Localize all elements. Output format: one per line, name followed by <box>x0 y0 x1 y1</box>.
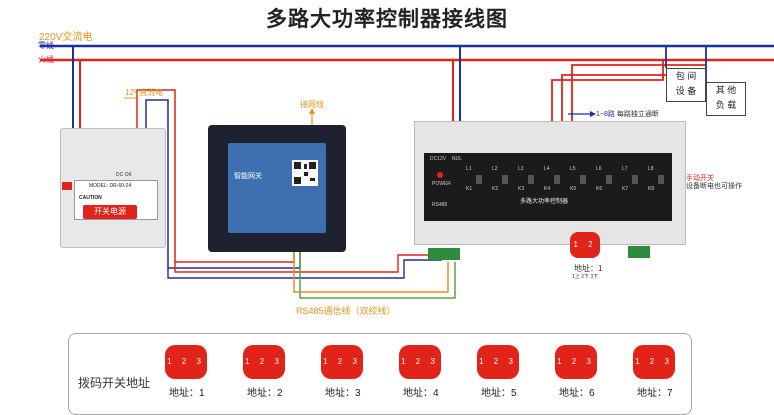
psu-caution: CAUTION <box>79 195 102 201</box>
controller-nul: NUL <box>452 156 463 162</box>
qr-code-pattern <box>294 162 316 184</box>
channel-label-1: L1 <box>466 166 472 172</box>
dip-address-7: 地址：7 <box>637 388 673 399</box>
key-label-7: K7 <box>622 186 629 192</box>
qr-code-icon <box>292 160 318 186</box>
device-box-room-line2: 设 备 <box>675 86 697 96</box>
manual-key-7[interactable] <box>632 175 638 184</box>
neutral-label: 零线 <box>38 41 54 50</box>
dip-digits-2: 1 2 3 <box>245 357 283 366</box>
dip-digits-6: 1 2 3 <box>557 357 595 366</box>
dip-address-4: 地址：4 <box>403 388 439 399</box>
dip-digits-7: 1 2 3 <box>635 357 673 366</box>
dip-address-6: 地址：6 <box>559 388 595 399</box>
load-live-3 <box>571 64 706 127</box>
manual-key-1[interactable] <box>476 175 482 184</box>
load-live-2 <box>561 74 700 127</box>
device-box-room-line1: 包 间 <box>675 71 697 81</box>
key-label-1: K1 <box>466 186 473 192</box>
channel-label: 1~8路 <box>596 111 615 118</box>
dip-address-5: 地址：5 <box>481 388 517 399</box>
wiring-diagram: 多路大功率控制器接线图 220V交流电 零线 火线 包 间 设 备 其 他 负 … <box>38 8 774 415</box>
network-arrowhead <box>309 108 315 114</box>
channel-label-8: L8 <box>648 166 654 172</box>
dip-section-label: 拨码开关地址 <box>78 376 151 390</box>
manual-key-3[interactable] <box>528 175 534 184</box>
dip-switch-1[interactable]: 1 2 3 <box>165 345 207 379</box>
key-label-4: K4 <box>544 186 551 192</box>
controller-addr-sub: 1上 2下 3下 <box>572 274 599 280</box>
dc-wire-blue-ctl <box>167 259 442 279</box>
dip-switch-3[interactable]: 1 2 3 <box>321 345 363 379</box>
dip-address-1: 地址：1 <box>169 388 205 399</box>
channel-label-3: L3 <box>518 166 524 172</box>
power-led-icon <box>437 172 443 178</box>
psu-model: MODEL: DR-60-24 <box>89 183 132 189</box>
rs485-wire-b <box>299 248 456 299</box>
key-label-5: K5 <box>570 186 577 192</box>
dip-address-panel <box>68 333 692 415</box>
controller-dip-digits: 1 2 3 <box>573 240 597 275</box>
channel-label-6: L6 <box>596 166 602 172</box>
psu-dc-ok: DC OK <box>116 172 132 178</box>
dip-switch-4[interactable]: 1 2 3 <box>399 345 441 379</box>
channel-label-4: L4 <box>544 166 550 172</box>
gateway-face <box>228 143 326 233</box>
controller-bottom-terminals <box>428 246 650 260</box>
manual-key-4[interactable] <box>554 175 560 184</box>
dip-digits-5: 1 2 3 <box>479 357 517 366</box>
manual-switch-title: 手动开关 <box>686 175 714 182</box>
dc-wire-red-ctl <box>174 254 436 273</box>
device-box-other-line1: 其 他 <box>715 85 737 95</box>
device-box-other-line2: 负 载 <box>715 100 737 110</box>
controller-panel <box>424 153 672 221</box>
manual-key-8[interactable] <box>658 175 664 184</box>
dc-label: 12V直流电 <box>125 88 164 97</box>
controller-dc: DC12V <box>430 156 447 162</box>
brand-logo-icon <box>62 182 72 190</box>
device-box-room: 包 间 设 备 <box>666 68 706 102</box>
manual-key-2[interactable] <box>502 175 508 184</box>
manual-switch-desc: 设备断电也可操作 <box>686 183 742 190</box>
dip-address-3: 地址：3 <box>325 388 361 399</box>
dip-switch-6[interactable]: 1 2 3 <box>555 345 597 379</box>
psu-badge: 开关电源 <box>83 205 137 219</box>
page-title: 多路大功率控制器接线图 <box>266 8 508 31</box>
ac-label: 220V交流电 <box>39 32 93 43</box>
dip-switch-5[interactable]: 1 2 3 <box>477 345 519 379</box>
manual-key-5[interactable] <box>580 175 586 184</box>
rs485-wire-a <box>293 248 449 293</box>
key-label-8: K8 <box>648 186 655 192</box>
controller-bus: RS485 <box>432 202 448 208</box>
channel-label-7: L7 <box>622 166 628 172</box>
channel-label-5: L5 <box>570 166 576 172</box>
dip-switch-7[interactable]: 1 2 3 <box>633 345 675 379</box>
load-live-1 <box>551 60 664 127</box>
controller-name: 多路大功率控制器 <box>520 199 569 205</box>
key-label-6: K6 <box>596 186 603 192</box>
controller-addr-caption: 地址：1 <box>574 264 603 273</box>
channel-arrowhead <box>590 111 596 117</box>
dip-digits-1: 1 2 3 <box>167 357 205 366</box>
key-label-3: K3 <box>518 186 525 192</box>
controller-dip-switch[interactable]: 1 2 3 <box>570 232 600 275</box>
rs485-label: RS485通信线（双绞线） <box>296 306 396 316</box>
controller-power: POWER <box>432 181 451 187</box>
channel-note: 1~8路 每路独立通断 <box>596 109 659 119</box>
dip-digits-3: 1 2 3 <box>323 357 361 366</box>
channel-label-2: L2 <box>492 166 498 172</box>
channel-desc: 每路独立通断 <box>616 111 659 118</box>
dip-address-2: 地址：2 <box>247 388 283 399</box>
key-label-2: K2 <box>492 186 499 192</box>
live-label: 火线 <box>38 55 54 64</box>
device-box-other: 其 他 负 载 <box>706 82 746 116</box>
manual-key-6[interactable] <box>606 175 612 184</box>
dip-digits-4: 1 2 3 <box>401 357 439 366</box>
dip-switch-2[interactable]: 1 2 3 <box>243 345 285 379</box>
gateway-title: 智能网关 <box>234 173 262 180</box>
network-label: 接网线 <box>300 100 324 109</box>
